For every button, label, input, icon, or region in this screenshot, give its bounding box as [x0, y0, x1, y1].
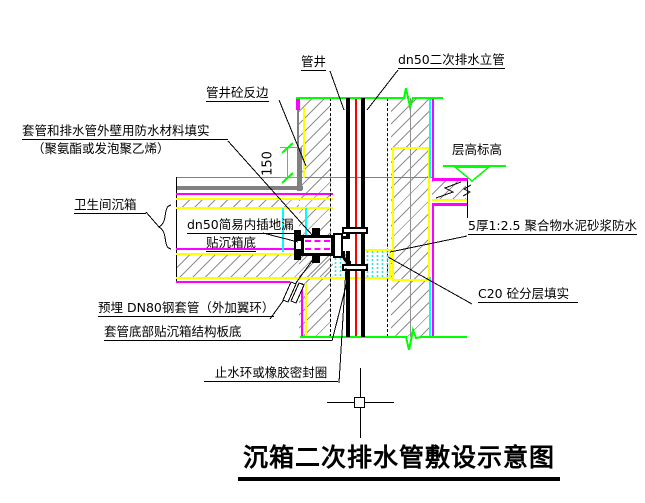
dim-tick-top [281, 142, 294, 154]
riser-wall-left [346, 98, 350, 337]
label-c20-fill: C20 砼分层填实 [478, 286, 578, 304]
label-sleeve-bottom: 套管底部贴沉箱结构板底 [104, 324, 332, 342]
riser-coupling-upper [342, 227, 368, 234]
label-well-curb: 管井砼反边 [206, 85, 269, 103]
slab-soffit-magenta [176, 281, 290, 283]
elevation-line [443, 165, 506, 167]
leader-floor-drain [262, 232, 299, 243]
riser-wall-right [361, 98, 365, 337]
break-zigzag-right-wall [435, 181, 462, 199]
right-floor-yellow [432, 199, 468, 201]
right-floor-cut-line [467, 180, 468, 218]
label-riser: dn50二次排水立管 [398, 52, 505, 70]
slab-cut-edge [176, 177, 177, 283]
label-bathroom-box: 卫生间沉箱 [74, 197, 146, 215]
box-bottom-yellow [176, 253, 333, 255]
label-seal-ring: 止水环或橡胶密封圈 [204, 365, 338, 383]
riser-axis-red [355, 98, 357, 337]
leader-sleeve-fill [227, 140, 314, 237]
riser-coupling-lower [342, 264, 368, 271]
box-bottom-magenta [176, 248, 333, 250]
finish-layer-magenta [176, 193, 333, 195]
c20-fill-right [365, 250, 390, 278]
wing-ring-top [312, 228, 320, 236]
brace-bathroom-box [158, 204, 172, 250]
floor-level-magenta-step [432, 178, 468, 181]
floor-drain-slot [296, 241, 301, 249]
pipe-coupling-mid [333, 233, 343, 258]
right-wall-magenta-low [432, 206, 434, 337]
leader-seal-ring [338, 267, 347, 384]
right-wall-magenta-face [432, 98, 434, 180]
break-zigzag-cut-line [462, 184, 472, 197]
waterproof-layer-yellow-2 [176, 207, 333, 209]
drawing-title: 沉箱二次排水管敷设示意图 [238, 438, 561, 481]
label-floor-elevation: 层高标高 [452, 142, 503, 157]
label-floor-drain-line2: 贴沉箱底 [206, 235, 257, 253]
leader-sleeve-bottom [331, 269, 351, 342]
label-floor-drain-line1: dn50简易内插地漏 [187, 217, 294, 235]
c20-top-yellow [365, 249, 391, 251]
right-wall-cyan-face [429, 98, 431, 178]
left-wall-yellow-line [303, 108, 305, 178]
tee-opening [344, 239, 352, 251]
slab-finish-thick-line [176, 186, 303, 190]
well-curb-upstand [297, 148, 302, 191]
bottom-level-line-a [300, 336, 403, 338]
break-mark-slab [282, 281, 305, 304]
top-level-line-b [412, 97, 443, 99]
label-pipe-well: 管井 [301, 54, 327, 72]
well-inner-face-dashed-right [387, 98, 388, 337]
label-mortar-waterproof: 5厚1:2.5 聚合物水泥砂浆防水 [468, 218, 637, 236]
left-wall-low-magenta [301, 283, 303, 337]
label-sleeve-fill-line2: （聚氨酯或发泡聚乙烯） [32, 141, 170, 156]
leader-pipe-well [329, 70, 345, 111]
right-wall-centerline [410, 98, 411, 337]
structural-slab-hatch [176, 255, 333, 278]
drain-outline-cyan-left [282, 208, 284, 252]
branch-elbow [342, 251, 351, 264]
bottom-level-line-b [421, 336, 467, 338]
elevation-triangle-icon [452, 166, 492, 182]
sleeve-fill-dashed-top [305, 240, 330, 242]
leader-bathroom-box [145, 211, 160, 228]
break-zigzag-top-level [400, 87, 414, 111]
label-embedded-sleeve: 预埋 DN80钢套管（外加翼环） [98, 300, 275, 318]
c20-side-yellow [389, 250, 391, 278]
leader-c20 [387, 256, 473, 305]
leader-mortar [389, 235, 468, 253]
waterproof-layer-yellow [176, 198, 333, 200]
right-floor-magenta [432, 203, 468, 206]
left-wall-top-magenta [296, 98, 300, 110]
right-wall-yellow-wrap [392, 147, 430, 281]
leader-well-curb [278, 99, 307, 167]
leader-riser [366, 69, 399, 111]
slab-soffit-yellow [176, 277, 391, 279]
left-wall-low-yellow [305, 283, 307, 337]
sleeve-fill-dashed-bottom [305, 248, 330, 250]
dim-text-150: 150 [260, 151, 276, 176]
right-wall-cyan-low [429, 277, 431, 337]
branch-pipe-top-wall [342, 236, 350, 239]
crosshair-pickbox [354, 397, 365, 408]
dim-line-150 [287, 147, 288, 179]
well-inner-face-dashed-left [330, 98, 331, 337]
wing-ring-bottom [312, 255, 320, 263]
label-sleeve-fill-line1: 套管和排水管外壁用防水材料填实 [22, 123, 228, 141]
screed-hatch-band [176, 200, 299, 208]
left-wall-face-gray [297, 98, 299, 191]
break-zigzag-bottom-level [403, 326, 422, 351]
dim-tick-bottom [281, 172, 294, 184]
